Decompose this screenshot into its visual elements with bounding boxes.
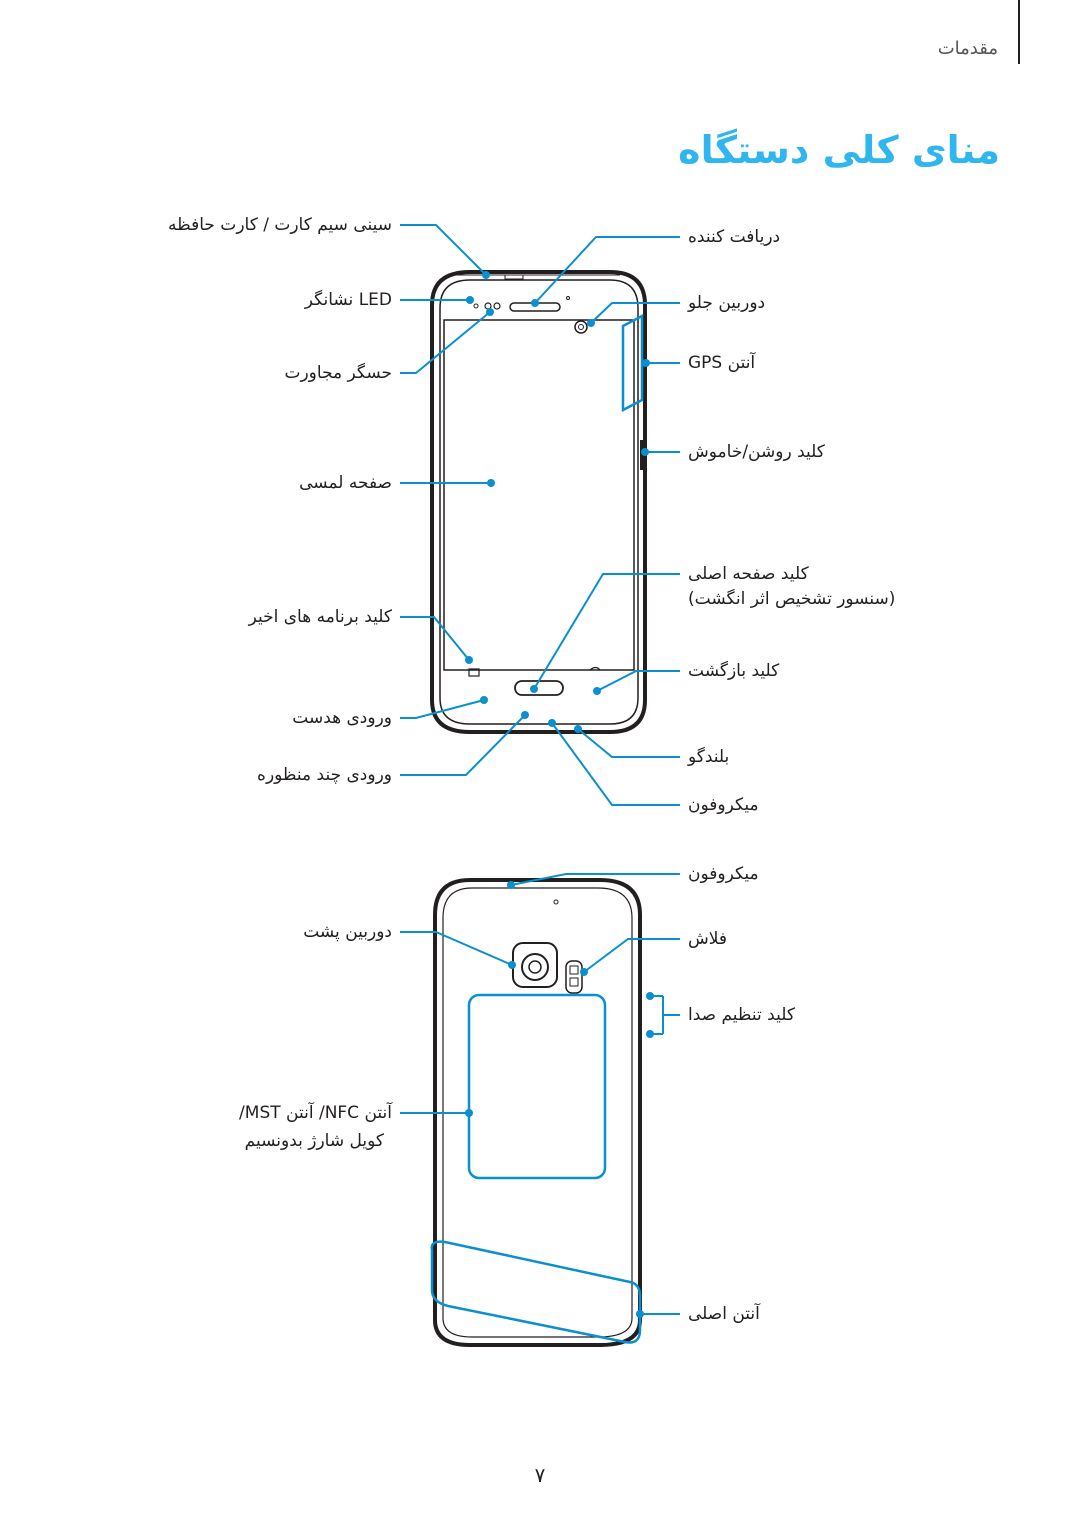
back-callout-dots <box>465 881 654 1318</box>
nfc-coil-outline <box>467 993 607 1180</box>
label-home-key: کلید صفحه اصلی <box>688 564 809 584</box>
label-back-key: کلید بازگشت <box>688 661 780 681</box>
front-callout-dots <box>465 271 650 733</box>
page-number: ۷ <box>534 1463 546 1487</box>
label-speaker: بلندگو <box>688 747 730 767</box>
label-sim-tray: سینی سیم کارت / کارت حافظه <box>168 215 392 235</box>
label-microphone: میکروفون <box>688 795 759 815</box>
label-front-camera: دوربین جلو <box>688 293 766 313</box>
label-volume-key: کلید تنظیم صدا <box>688 1005 795 1025</box>
page-title: منای کلی دستگاه <box>678 128 1000 172</box>
label-flash: فلاش <box>688 929 728 949</box>
gps-antenna-outline <box>621 313 644 413</box>
label-gps-antenna: آنتن GPS <box>688 353 756 373</box>
label-wireless-charging-coil: کویل شارژ بدونسیم <box>244 1131 384 1151</box>
main-antenna-outline <box>430 1240 642 1344</box>
label-fingerprint-sensor: (سنسور تشخیص اثر انگشت) <box>688 589 896 609</box>
label-main-antenna: آنتن اصلی <box>688 1304 760 1324</box>
section-header: مقدمات <box>937 38 998 59</box>
label-rear-camera: دوربین پشت <box>303 922 392 942</box>
label-earphone-jack: ورودی هدست <box>292 708 392 728</box>
label-multipurpose-jack: ورودی چند منظوره <box>257 765 392 785</box>
front-callouts <box>400 224 680 806</box>
label-touchscreen: صفحه لمسی <box>299 473 392 493</box>
label-rear-microphone: میکروفون <box>688 864 759 884</box>
label-nfc-antenna: آنتن NFC/ آنتن MST/ <box>239 1103 392 1123</box>
label-power-key: کلید روشن/خاموش <box>688 442 825 462</box>
header-rule <box>1018 0 1020 64</box>
label-led-indicator: LED نشانگر <box>304 290 392 310</box>
label-receiver: دریافت کننده <box>688 227 781 247</box>
front-phone-illustration <box>430 270 647 734</box>
label-recent-apps-key: کلید برنامه های اخیر <box>248 607 392 627</box>
label-proximity-sensor: حسگر مجاورت <box>284 363 392 383</box>
back-callouts <box>400 873 680 1315</box>
